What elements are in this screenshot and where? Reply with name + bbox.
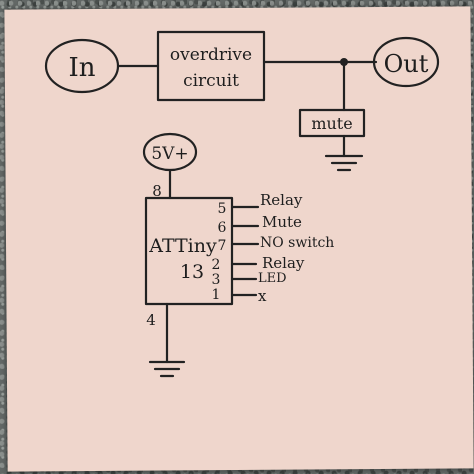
ground-symbol-chip (148, 360, 186, 378)
pin-6-function: Mute (262, 213, 302, 231)
pin-3-function: LED (258, 271, 287, 286)
chip-number-label: 13 (180, 261, 204, 283)
pin-1-function: x (258, 287, 267, 305)
pin-6-number: 6 (218, 220, 227, 236)
attiny-chip-box (144, 196, 234, 306)
output-label: Out (384, 50, 429, 78)
pin-5-number: 5 (218, 201, 227, 217)
pin-7-function: NO switch (260, 235, 334, 251)
pin-2-number: 2 (212, 257, 221, 273)
output-jack-circle (372, 36, 440, 88)
overdrive-label: overdrive (170, 45, 252, 65)
overdrive-box (156, 30, 266, 102)
pin-1-number: 1 (212, 287, 221, 303)
pin-8-label: 8 (152, 182, 162, 200)
input-label: In (68, 53, 95, 83)
pin-3-number: 3 (212, 272, 221, 288)
ground-symbol-mute (324, 154, 364, 172)
chip-name-label: ATTiny (148, 235, 217, 257)
mute-label: mute (311, 114, 352, 133)
mute-box (298, 108, 366, 138)
pin-5-function: Relay (260, 191, 303, 209)
pin-2-function: Relay (262, 254, 305, 272)
supply-label: 5V+ (151, 144, 188, 164)
circuit-label: circuit (183, 71, 239, 91)
pin-7-number: 7 (218, 238, 227, 254)
pin-4-label: 4 (146, 311, 156, 329)
